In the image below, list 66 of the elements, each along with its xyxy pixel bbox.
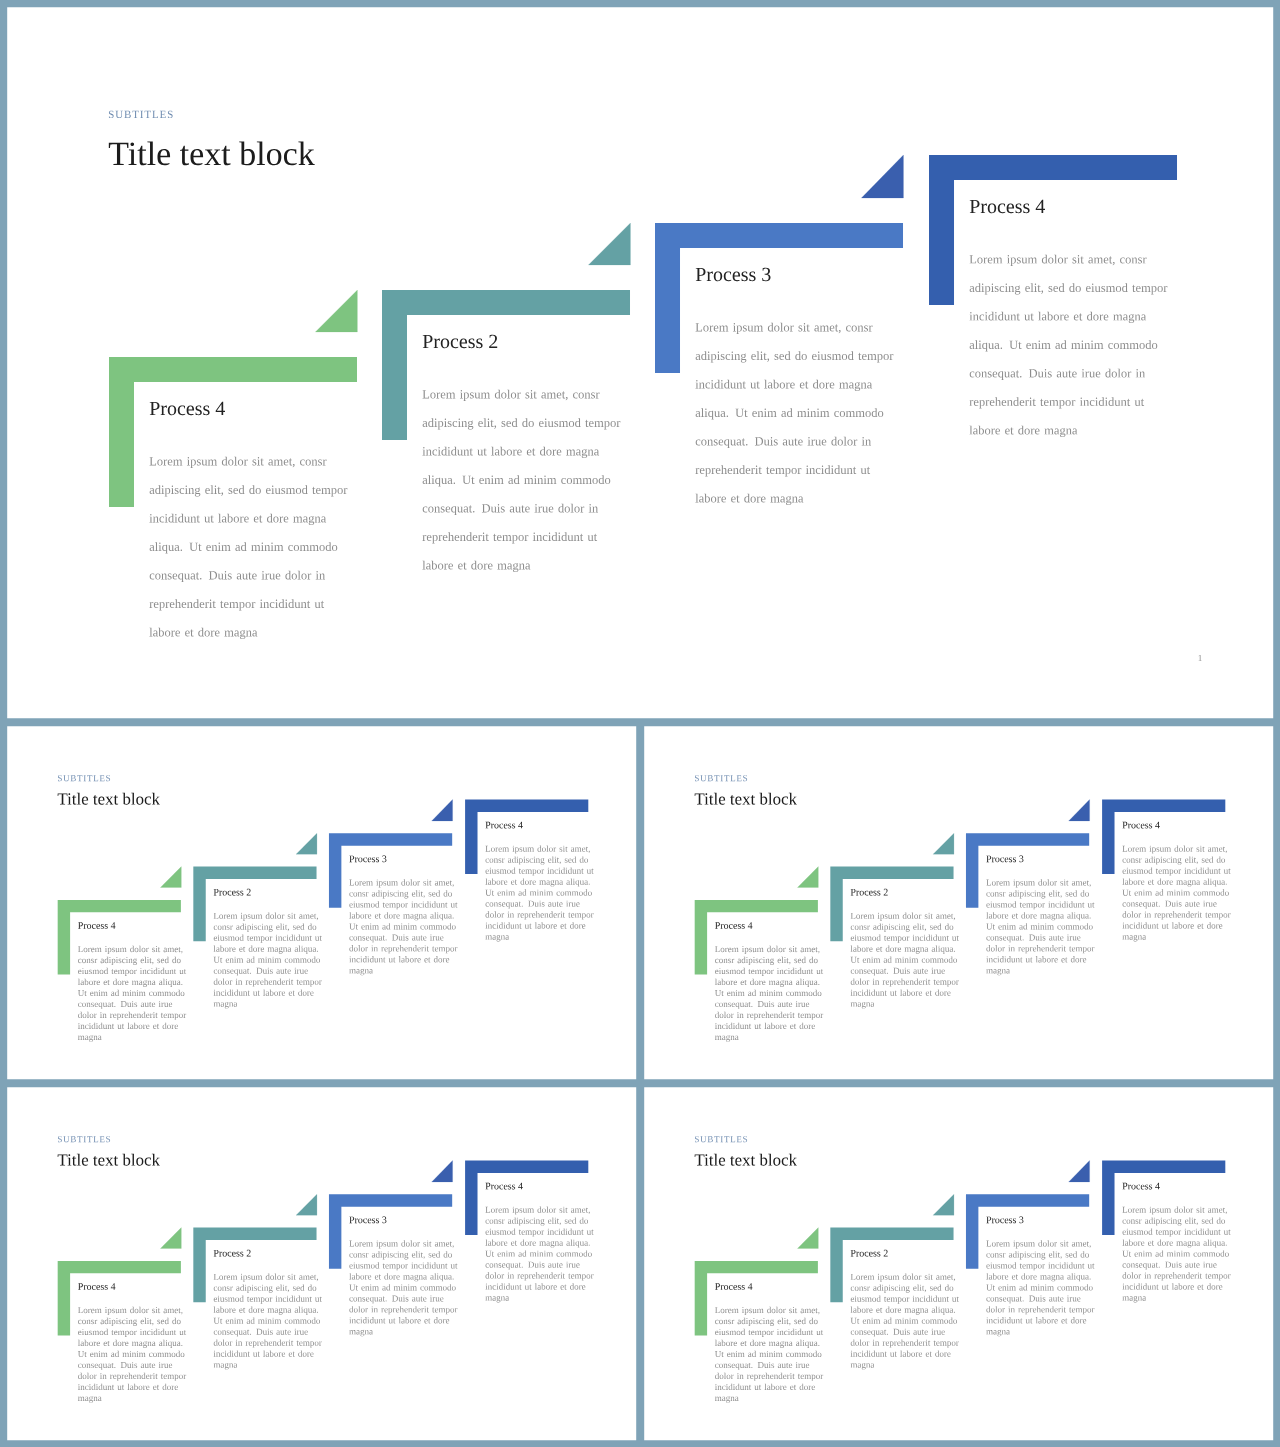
process-heading: Process 3 [695,267,771,282]
step-arrow [797,866,819,888]
process-heading: Process 3 [349,855,387,863]
subtitle: SUBTITLES [108,110,173,119]
process-heading: Process 4 [485,821,523,829]
title: Title text block [694,792,797,805]
process-text: Lorem ipsum dolor sit amet, consr adipiscing elit, sed do eiusmod tempor incididunt ut labore et dore magna aliqua. Ut enim ad minim commodo consequat. Duis aute irue dolor in reprehenderit tempor incididunt ut labore et dore magna [986,879,1095,976]
process-heading: Process 2 [213,888,251,896]
process-heading: Process 3 [349,1216,387,1224]
process-heading: Process 4 [715,1283,753,1290]
process-heading: Process 2 [850,1249,888,1257]
process-text: Lorem ipsum dolor sit amet, consr adipiscing elit, sed do eiusmod tempor incididunt ut labore et dore magna aliqua. Ut enim ad minim commodo consequat. Duis aute irue dolor in reprehenderit tempor incididunt ut labore et dore magna [349,1240,458,1337]
step-arrow [861,154,904,199]
step-arrow [933,1194,955,1216]
step-arrow [1068,1160,1090,1182]
step-arrow [431,1160,453,1182]
process-text: Lorem ipsum dolor sit amet, consr adipiscing elit, sed do eiusmod tempor incididunt ut labore et dore magna aliqua. Ut enim ad minim commodo consequat. Duis aute irue dolor in reprehenderit tempor incididunt ut labore et dore magna [1122,1206,1231,1303]
process-text: Lorem ipsum dolor sit amet, consr adipiscing elit, sed do eiusmod tempor incididunt ut labore et dore magna aliqua. Ut enim ad minim commodo consequat. Duis aute irue dolor in reprehenderit tempor incididunt ut labore et dore magna [149,456,348,640]
process-heading: Process 2 [850,888,888,896]
process-text: Lorem ipsum dolor sit amet, consr adipiscing elit, sed do eiusmod tempor incididunt ut labore et dore magna aliqua. Ut enim ad minim commodo consequat. Duis aute irue dolor in reprehenderit tempor incididunt ut labore et dore magna [714,1306,824,1403]
step-arrow [160,1227,182,1249]
process-heading: Process 3 [986,855,1024,863]
step-arrow [315,289,358,333]
process-heading: Process 4 [1122,821,1160,829]
process-text: Lorem ipsum dolor sit amet, consr adipiscing elit, sed do eiusmod tempor incididunt ut labore et dore magna aliqua. Ut enim ad minim commodo consequat. Duis aute irue dolor in reprehenderit tempor incididunt ut labore et dore magna [485,845,594,942]
process-text: Lorem ipsum dolor sit amet, consr adipiscing elit, sed do eiusmod tempor incididunt ut labore et dore magna aliqua. Ut enim ad minim commodo consequat. Duis aute irue dolor in reprehenderit tempor incididunt ut labore et dore magna [714,945,824,1042]
title: Title text block [694,1153,797,1166]
title: Title text block [108,141,315,166]
process-heading: Process 4 [149,401,225,416]
step-arrow [588,222,631,266]
step-arrow [933,833,955,855]
process-text: Lorem ipsum dolor sit amet, consr adipiscing elit, sed do eiusmod tempor incididunt ut labore et dore magna aliqua. Ut enim ad minim commodo consequat. Duis aute irue dolor in reprehenderit tempor incididunt ut labore et dore magna [986,1240,1095,1337]
step-arrow [295,833,318,855]
process-text: Lorem ipsum dolor sit amet, consr adipiscing elit, sed do eiusmod tempor incididunt ut labore et dore magna aliqua. Ut enim ad minim commodo consequat. Duis aute irue dolor in reprehenderit tempor incididunt ut labore et dore magna [422,389,621,573]
step-arrow [1068,799,1090,821]
process-text: Lorem ipsum dolor sit amet, consr adipiscing elit, sed do eiusmod tempor incididunt ut labore et dore magna aliqua. Ut enim ad minim commodo consequat. Duis aute irue dolor in reprehenderit tempor incididunt ut labore et dore magna [77,1306,187,1403]
process-heading: Process 4 [969,199,1045,214]
process-heading: Process 4 [78,1283,116,1290]
process-text: Lorem ipsum dolor sit amet, consr adipiscing elit, sed do eiusmod tempor incididunt ut labore et dore magna aliqua. Ut enim ad minim commodo consequat. Duis aute irue dolor in reprehenderit tempor incididunt ut labore et dore magna [349,879,458,976]
process-text: Lorem ipsum dolor sit amet, consr adipiscing elit, sed do eiusmod tempor incididunt ut labore et dore magna aliqua. Ut enim ad minim commodo consequat. Duis aute irue dolor in reprehenderit tempor incididunt ut labore et dore magna [213,1273,322,1370]
process-text: Lorem ipsum dolor sit amet, consr adipiscing elit, sed do eiusmod tempor incididunt ut labore et dore magna aliqua. Ut enim ad minim commodo consequat. Duis aute irue dolor in reprehenderit tempor incididunt ut labore et dore magna [485,1206,594,1303]
process-text: Lorem ipsum dolor sit amet, consr adipiscing elit, sed do eiusmod tempor incididunt ut labore et dore magna aliqua. Ut enim ad minim commodo consequat. Duis aute irue dolor in reprehenderit tempor incididunt ut labore et dore magna [1122,845,1231,942]
subtitle: SUBTITLES [695,775,748,782]
process-heading: Process 4 [715,922,753,929]
process-heading: Process 2 [213,1249,251,1257]
subtitle: SUBTITLES [58,775,111,782]
page-number: 1 [1198,655,1202,661]
step-arrow [295,1194,318,1216]
subtitle: SUBTITLES [695,1136,748,1143]
process-text: Lorem ipsum dolor sit amet, consr adipiscing elit, sed do eiusmod tempor incididunt ut labore et dore magna aliqua. Ut enim ad minim commodo consequat. Duis aute irue dolor in reprehenderit tempor incididunt ut labore et dore magna [77,945,187,1042]
title: Title text block [57,792,160,805]
step-arrow [431,799,453,821]
subtitle: SUBTITLES [58,1136,111,1143]
process-heading: Process 2 [422,334,498,349]
process-heading: Process 4 [1122,1182,1160,1190]
process-text: Lorem ipsum dolor sit amet, consr adipiscing elit, sed do eiusmod tempor incididunt ut labore et dore magna aliqua. Ut enim ad minim commodo consequat. Duis aute irue dolor in reprehenderit tempor incididunt ut labore et dore magna [850,1273,959,1370]
process-text: Lorem ipsum dolor sit amet, consr adipiscing elit, sed do eiusmod tempor incididunt ut labore et dore magna aliqua. Ut enim ad minim commodo consequat. Duis aute irue dolor in reprehenderit tempor incididunt ut labore et dore magna [213,912,322,1009]
process-text: Lorem ipsum dolor sit amet, consr adipiscing elit, sed do eiusmod tempor incididunt ut labore et dore magna aliqua. Ut enim ad minim commodo consequat. Duis aute irue dolor in reprehenderit tempor incididunt ut labore et dore magna [850,912,959,1009]
process-heading: Process 3 [986,1216,1024,1224]
process-heading: Process 4 [78,922,116,929]
step-arrow [160,866,182,888]
process-text: Lorem ipsum dolor sit amet, consr adipiscing elit, sed do eiusmod tempor incididunt ut labore et dore magna aliqua. Ut enim ad minim commodo consequat. Duis aute irue dolor in reprehenderit tempor incididunt ut labore et dore magna [695,322,894,506]
step-arrow [797,1227,819,1249]
process-text: Lorem ipsum dolor sit amet, consr adipiscing elit, sed do eiusmod tempor incididunt ut labore et dore magna aliqua. Ut enim ad minim commodo consequat. Duis aute irue dolor in reprehenderit tempor incididunt ut labore et dore magna [969,254,1168,438]
process-heading: Process 4 [485,1182,523,1190]
title: Title text block [57,1153,160,1166]
